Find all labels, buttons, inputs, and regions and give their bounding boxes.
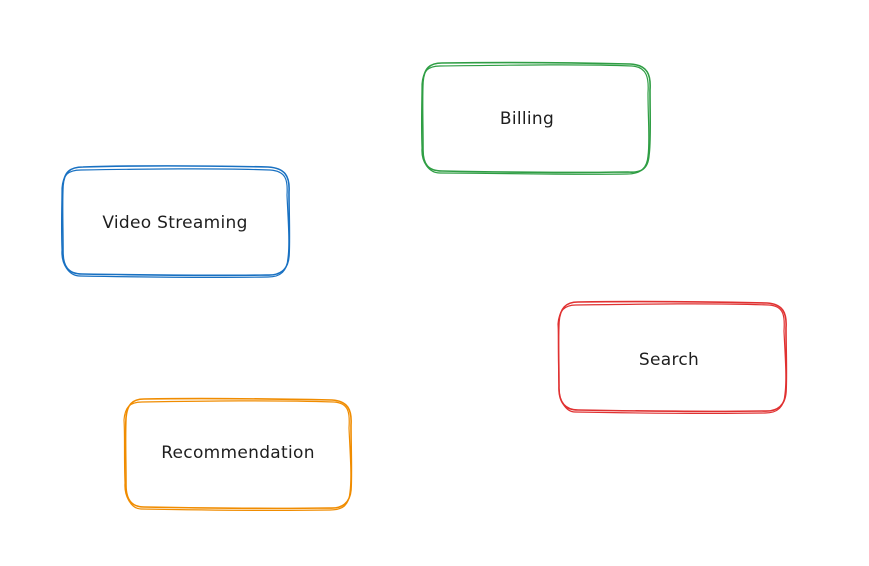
node-recommendation-border xyxy=(124,397,353,510)
node-billing[interactable]: Billing xyxy=(420,61,652,175)
node-billing-label: Billing xyxy=(500,109,554,129)
node-search-label: Search xyxy=(639,350,699,370)
node-video-streaming-border xyxy=(61,165,291,277)
node-recommendation-border-sketch xyxy=(123,400,352,512)
node-video-streaming[interactable]: Video Streaming xyxy=(60,165,291,279)
node-recommendation-label: Recommendation xyxy=(161,443,315,463)
node-billing-border-sketch xyxy=(420,64,650,175)
node-billing-border xyxy=(421,61,652,174)
node-video-streaming-label: Video Streaming xyxy=(102,213,247,233)
node-recommendation[interactable]: Recommendation xyxy=(123,397,353,512)
node-video-streaming-border-sketch xyxy=(60,168,290,279)
node-search[interactable]: Search xyxy=(557,300,788,415)
node-search-border-sketch xyxy=(557,303,787,415)
